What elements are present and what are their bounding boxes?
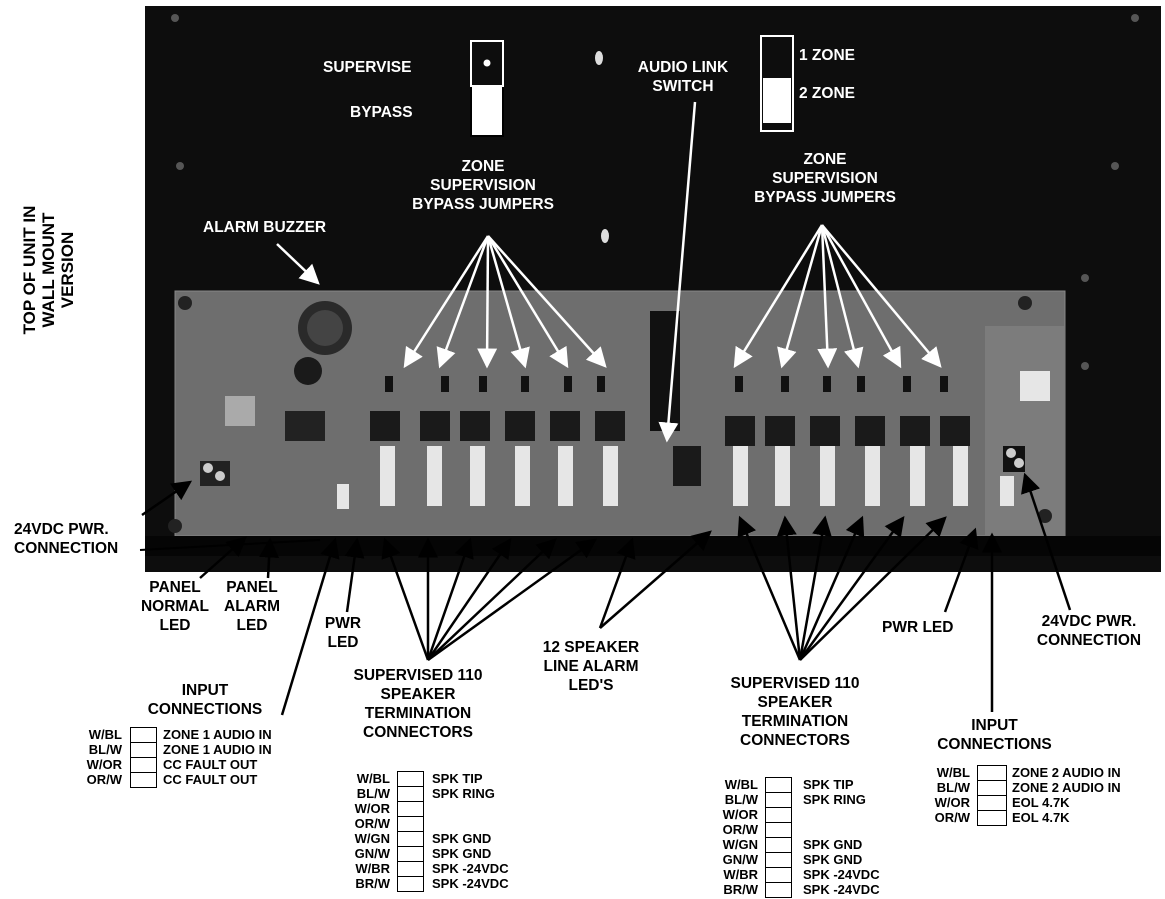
speaker-left-terminal-block: [397, 771, 424, 892]
bypass-label: BYPASS: [350, 104, 413, 121]
equipment-photo: [145, 6, 1161, 572]
supervise-label: SUPERVISE: [323, 59, 412, 76]
alarm-buzzer-label: ALARM BUZZER: [203, 219, 327, 236]
pwr-connection-right-label: 24VDC PWR.CONNECTION: [1036, 613, 1142, 649]
pwr-connection-left-label: 24VDC PWR.CONNECTION: [14, 521, 119, 557]
input-right-terminal-block: [977, 765, 1007, 826]
one-zone-label: 1 ZONE: [799, 47, 855, 64]
input-left-terminal-block: [130, 727, 157, 788]
circuit-board-illustration: [145, 14, 1161, 556]
two-zone-label: 2 ZONE: [799, 85, 855, 102]
pwr-led-right-label: PWR LED: [882, 619, 954, 636]
speaker-right-terminal-block: [765, 777, 792, 898]
